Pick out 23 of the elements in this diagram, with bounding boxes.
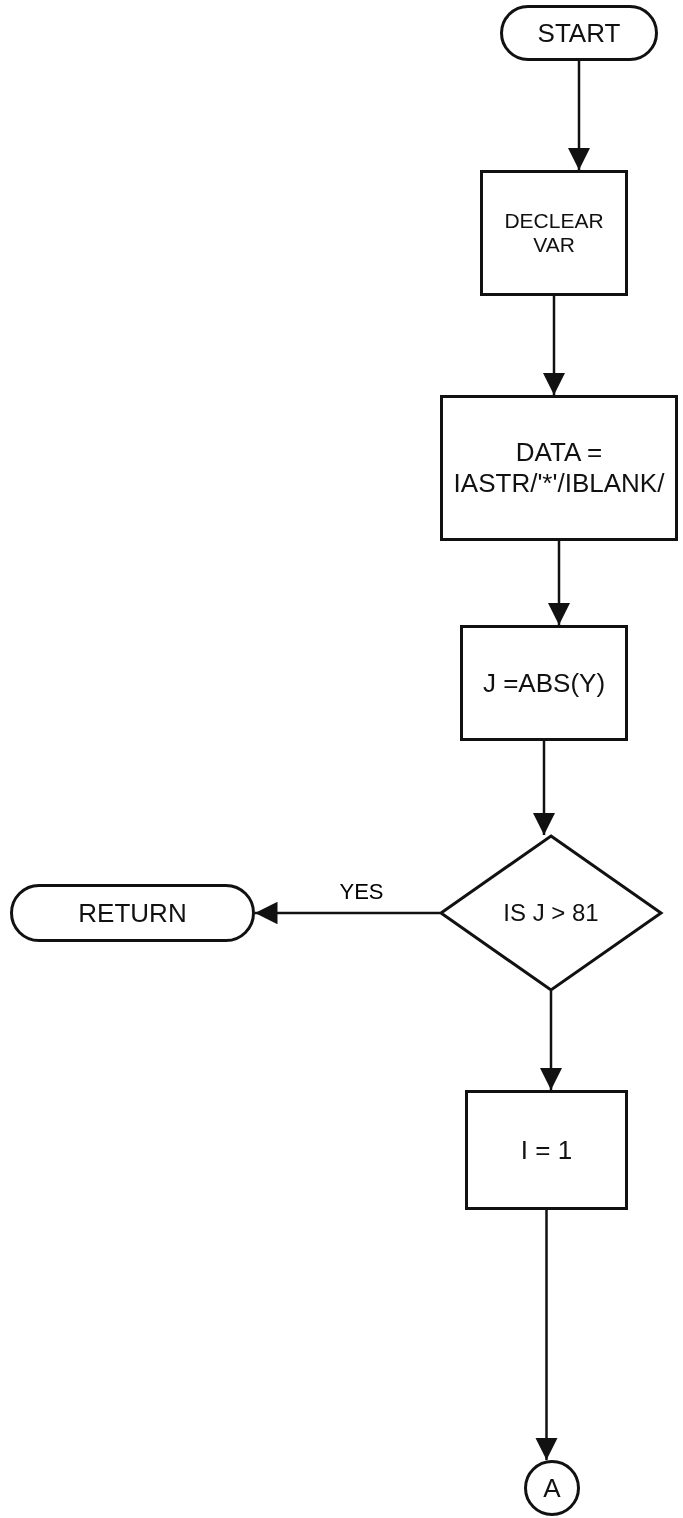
process-box — [440, 395, 678, 541]
node-text: J =ABS(Y) — [481, 667, 607, 699]
node-text: RETURN — [77, 897, 188, 929]
node-text: IS J > 81 — [502, 899, 600, 927]
arrow — [547, 541, 571, 625]
node-text: START — [536, 17, 622, 49]
process-box — [480, 170, 628, 296]
process-box — [460, 625, 628, 741]
process-box — [465, 1090, 628, 1210]
arrow — [542, 296, 566, 395]
terminal-box — [10, 884, 255, 942]
node-text: I = 1 — [519, 1134, 574, 1166]
arrow — [535, 1210, 558, 1460]
decision-diamond — [440, 835, 662, 991]
arrow — [539, 991, 563, 1090]
connector-circle — [524, 1460, 580, 1516]
arrow — [255, 901, 440, 925]
node-text: A — [542, 1472, 562, 1504]
node-text: DECLEAR VAR — [503, 209, 605, 257]
arrow — [532, 741, 556, 835]
arrow — [567, 61, 591, 170]
terminal-box — [500, 5, 658, 61]
node-text: DATA = IASTR/'*'/IBLANK/ — [452, 437, 666, 499]
